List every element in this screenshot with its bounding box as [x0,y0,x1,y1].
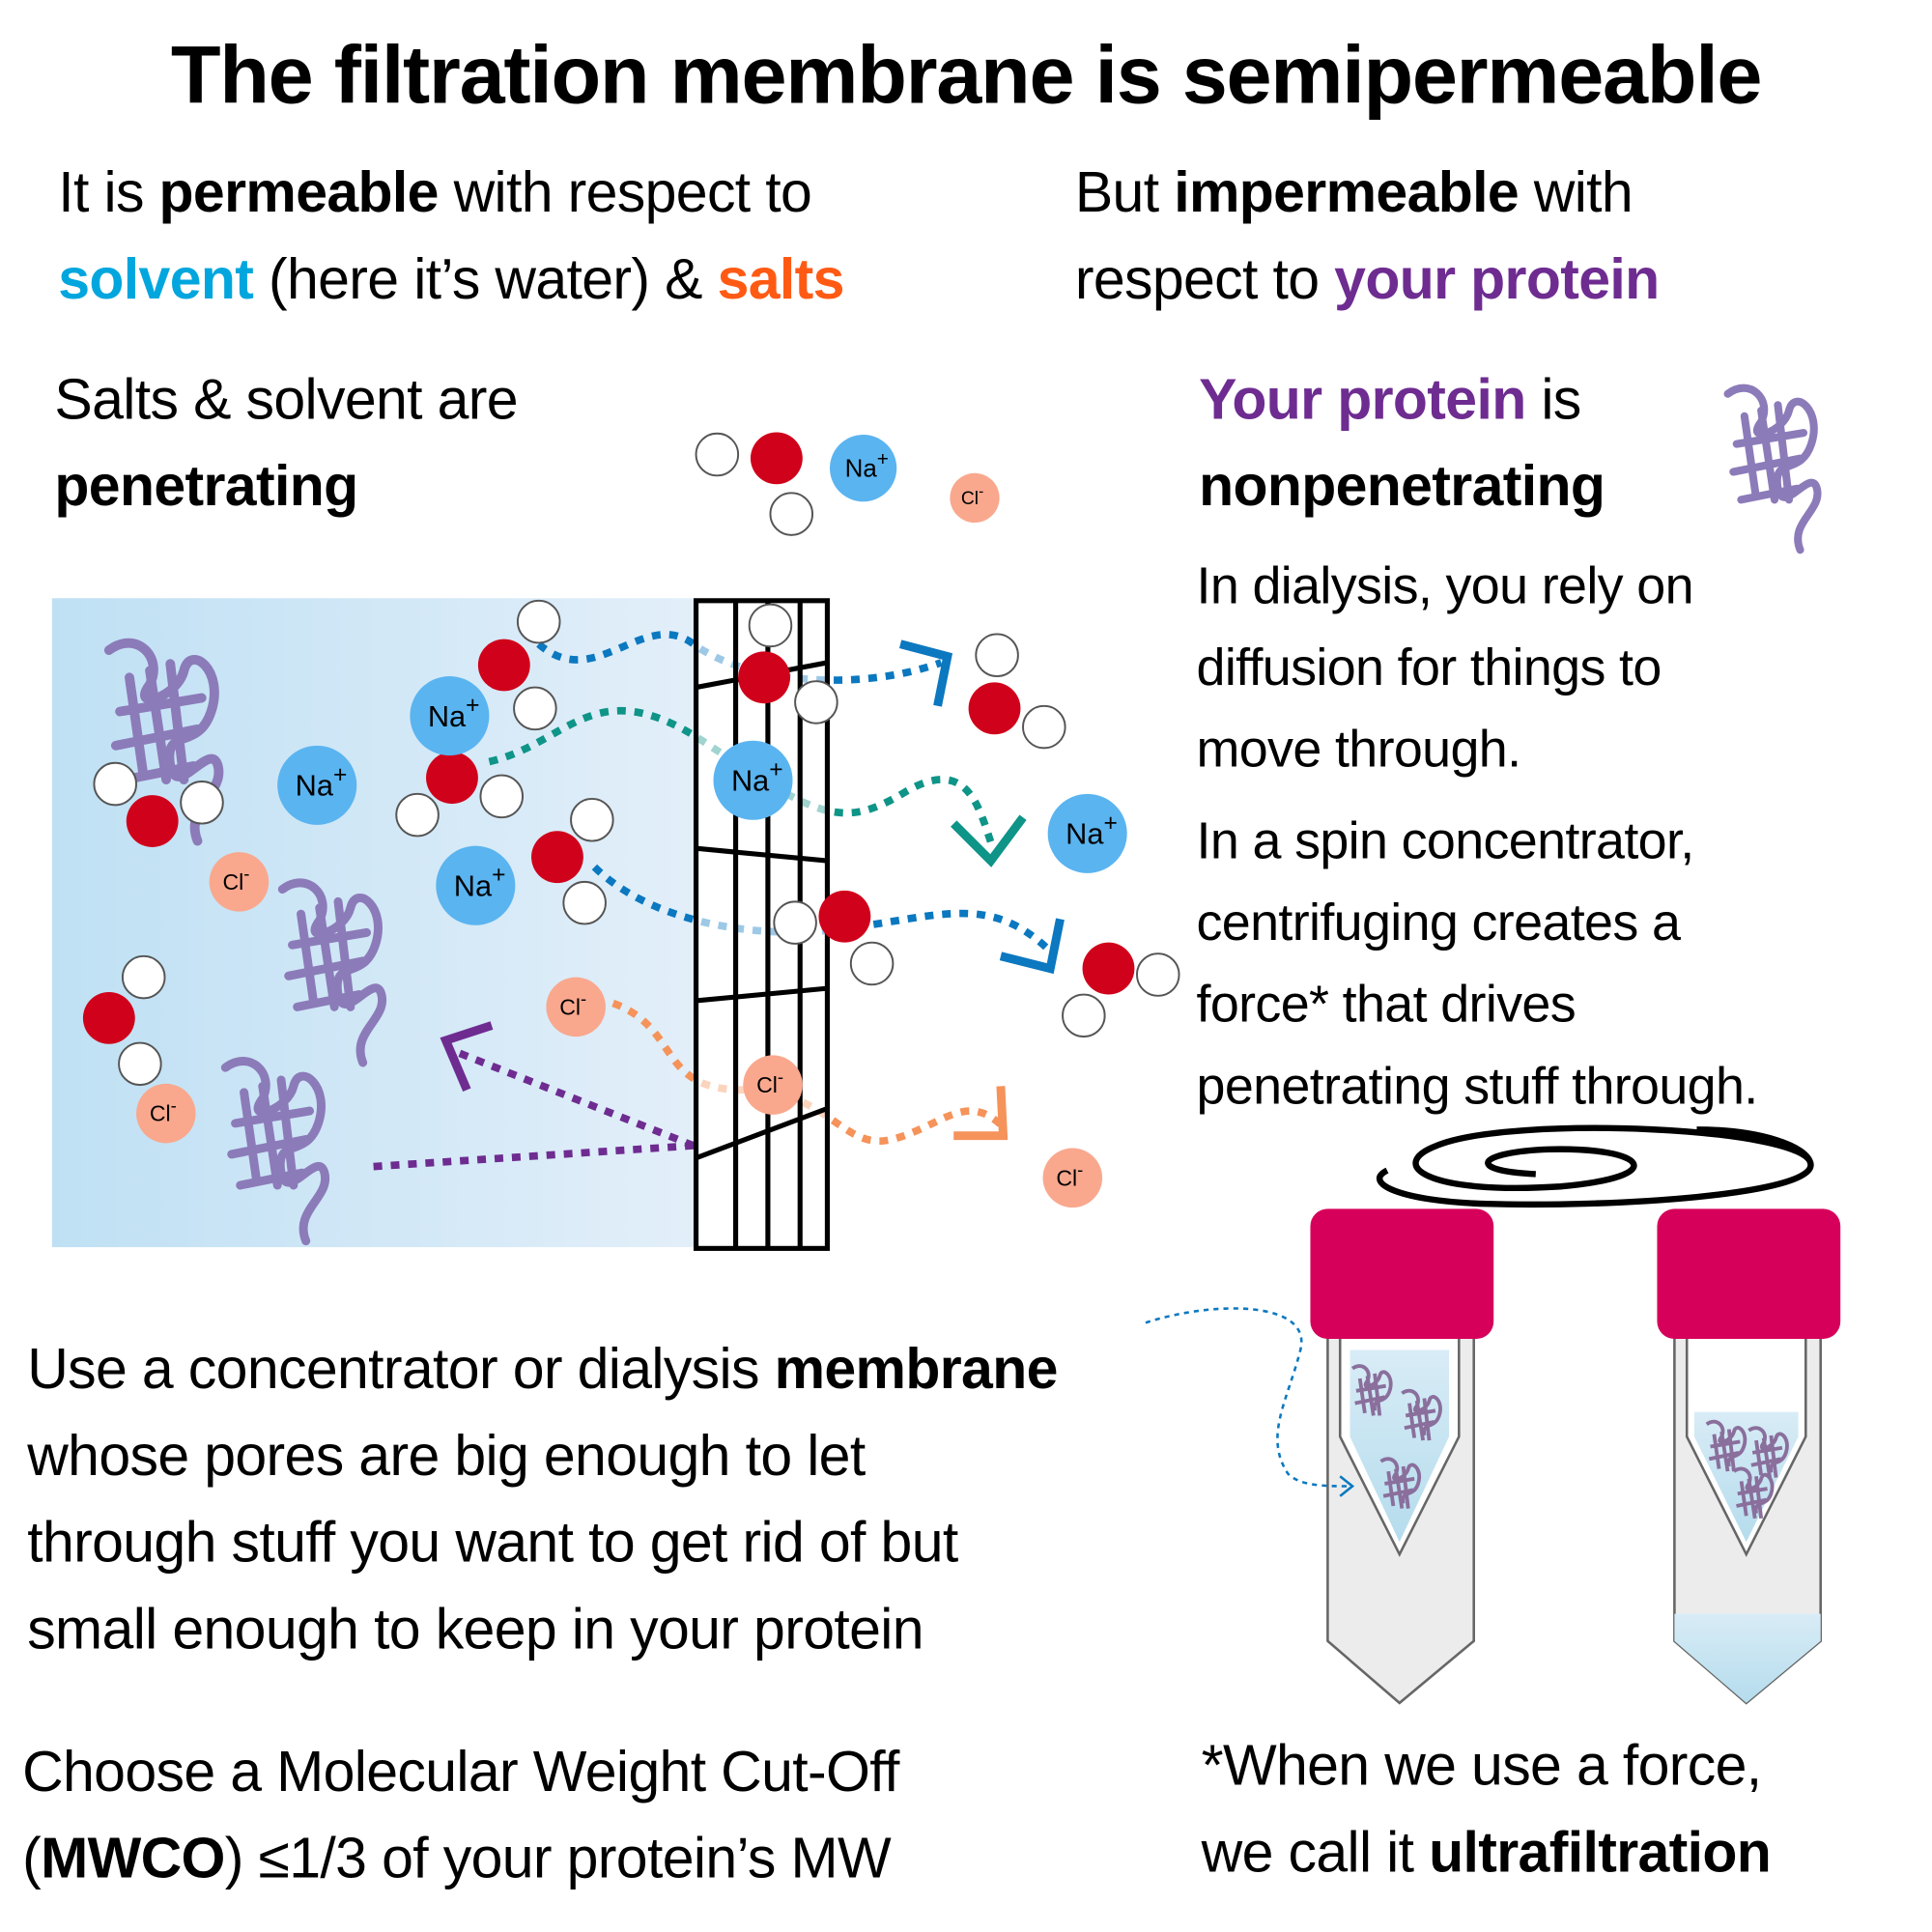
sodium-ion: Na+ [1047,793,1127,873]
molecules: Na+Cl-Na+Na+Na+Na+Na+Cl-Cl-Cl-Cl-Cl- [82,432,1180,1208]
water-path [536,630,943,684]
text: with respect to [438,159,812,225]
text-bold: penetrating [54,453,358,518]
sodium-ion: Na+ [830,435,897,502]
spin-icon [1377,1124,1814,1208]
line: move through. [1196,719,1522,779]
water-molecule [968,633,1066,750]
water-molecule [531,797,614,925]
protein-icon [1728,388,1818,551]
svg-text:Na+: Na+ [845,448,889,483]
water-molecule [695,432,814,536]
text: is [1525,366,1581,432]
sodium-ion: Na+ [713,740,793,820]
page-title: The filtration membrane is semipermeable [170,28,1763,121]
chloride-ion: Cl- [136,1083,196,1144]
concentrator-tube-after [1657,1208,1841,1705]
chloride-ion: Cl- [1042,1148,1103,1208]
line: penetrating stuff through. [1196,1056,1759,1115]
salts-label: salts [717,246,845,311]
text: ) ≤1/3 of your protein’s MW [224,1825,892,1890]
dialysis-text: In dialysis, you rely on diffusion for t… [1196,545,1694,790]
water-molecule [1062,942,1180,1038]
tube-cap [1310,1208,1494,1339]
text-bold: permeable [158,159,440,225]
line: through stuff you want to get rid of but [27,1509,958,1575]
line: Choose a Molecular Weight Cut-Off [22,1739,899,1804]
tube-cap [1657,1208,1841,1339]
svg-text:Na+: Na+ [1065,810,1118,851]
text: we call it [1201,1819,1430,1885]
arrow-icon [898,639,953,707]
impermeable-statement: But impermeable with respect to your pro… [1075,149,1660,322]
sodium-ion: Na+ [410,676,490,756]
chloride-ion: Cl- [743,1055,803,1115]
text-bold: MWCO [41,1825,225,1890]
text: But [1074,159,1175,225]
spin-text: In a spin concentrator, centrifuging cre… [1196,800,1759,1126]
text: respect to [1074,246,1335,311]
arrow-icon [440,1021,494,1093]
water-molecule [773,890,895,986]
water-molecule [477,599,561,731]
sodium-ion: Na+ [436,845,516,925]
line: Use a concentrator or dialysis [27,1336,775,1402]
water-molecule [93,761,224,847]
text-bold: impermeable [1174,159,1520,225]
water-molecule [738,603,838,724]
water-molecule [82,954,166,1087]
solvent-label: solvent [58,246,254,311]
svg-text:Cl-: Cl- [150,1094,177,1125]
text: ( [22,1825,42,1890]
text-bold: nonpenetrating [1199,453,1605,518]
chloride-ion: Cl- [950,472,1000,524]
text: (here it’s water) & [253,246,718,311]
protein-path [371,1049,696,1171]
permeable-statement: It is permeable with respect to solvent … [58,149,844,322]
arrow-icon [951,814,1027,867]
chloride-ion: Cl- [209,852,270,912]
line: In a spin concentrator, [1196,810,1695,870]
text: with [1519,159,1634,225]
membrane-advice: Use a concentrator or dialysis membrane … [27,1325,1058,1672]
arrowheads [440,639,1065,1141]
concentrator-tube-before [1310,1208,1494,1705]
line: *When we use a force, [1201,1732,1763,1798]
text: Salts & solvent are [54,366,518,432]
protein-label: Your protein [1199,366,1526,432]
chloride-ion: Cl- [546,977,606,1037]
nonpenetrating-statement: Your protein is nonpenetrating [1199,355,1605,528]
arrow-icon [953,1086,1009,1141]
mwco-advice: Choose a Molecular Weight Cut-Off (MWCO)… [22,1728,899,1901]
text-bold: membrane [774,1336,1059,1402]
line: diffusion for things to [1196,638,1662,696]
footnote: *When we use a force, we call it ultrafi… [1202,1721,1772,1894]
text: It is [58,159,159,225]
line: In dialysis, you rely on [1196,555,1694,614]
sodium-path [488,706,995,844]
water-molecule [395,752,525,838]
svg-text:Cl-: Cl- [961,483,983,509]
line: small enough to keep in your protein [27,1596,923,1662]
sodium-ion: Na+ [277,745,357,825]
arrow-icon [1339,1475,1355,1497]
text-bold: ultrafiltration [1429,1819,1772,1885]
line: force* that drives [1196,975,1577,1034]
protein-label: your protein [1334,246,1660,311]
arrow-icon [999,918,1065,975]
penetrating-statement: Salts & solvent are penetrating [54,355,518,528]
line: centrifuging creates a [1196,893,1681,952]
line: whose pores are big enough to let [27,1423,866,1488]
